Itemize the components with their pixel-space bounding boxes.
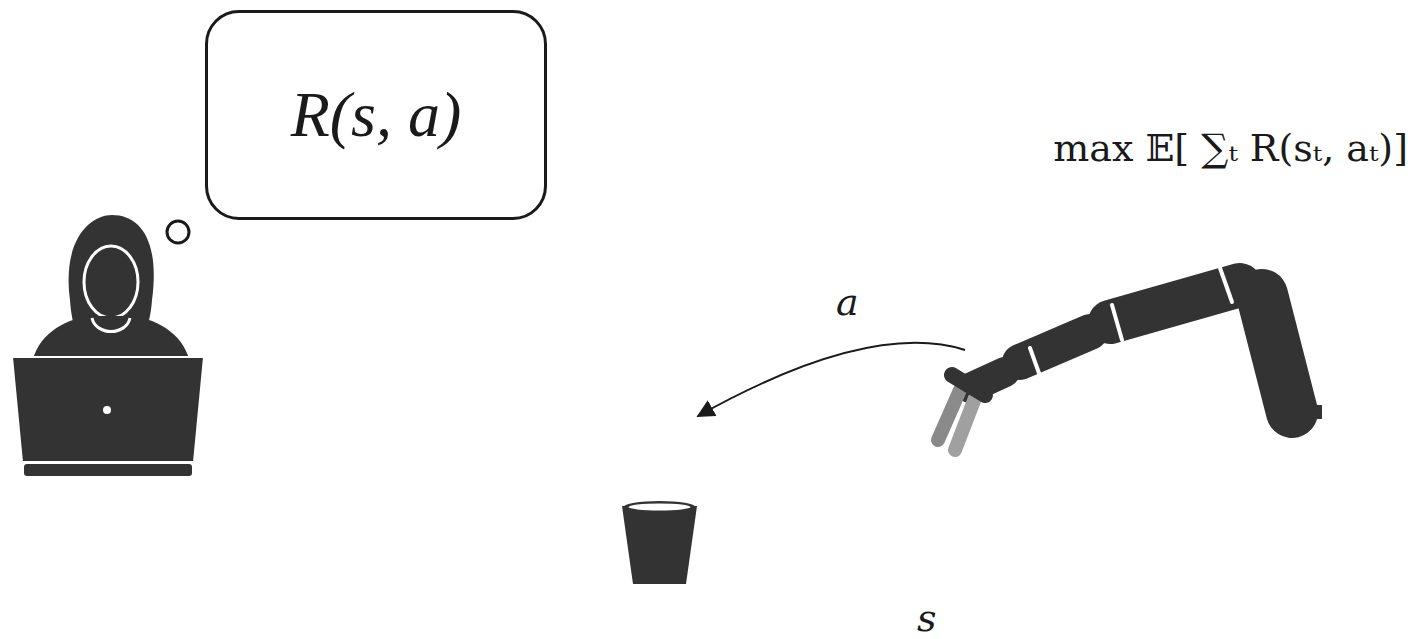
state-label: s (917, 596, 937, 639)
thought-box: R(s, a) (205, 10, 547, 220)
robot-arm (938, 268, 1322, 450)
action-arrow (698, 343, 965, 416)
thought-dot (167, 221, 189, 243)
objective-formula: max 𝔼[ ∑ₜ R(sₜ, aₜ)] (1053, 126, 1408, 172)
laptop-icon (12, 357, 204, 476)
cup-icon (622, 501, 697, 584)
reward-formula: R(s, a) (291, 80, 462, 150)
person-icon (32, 215, 190, 362)
action-label: a (836, 280, 859, 326)
